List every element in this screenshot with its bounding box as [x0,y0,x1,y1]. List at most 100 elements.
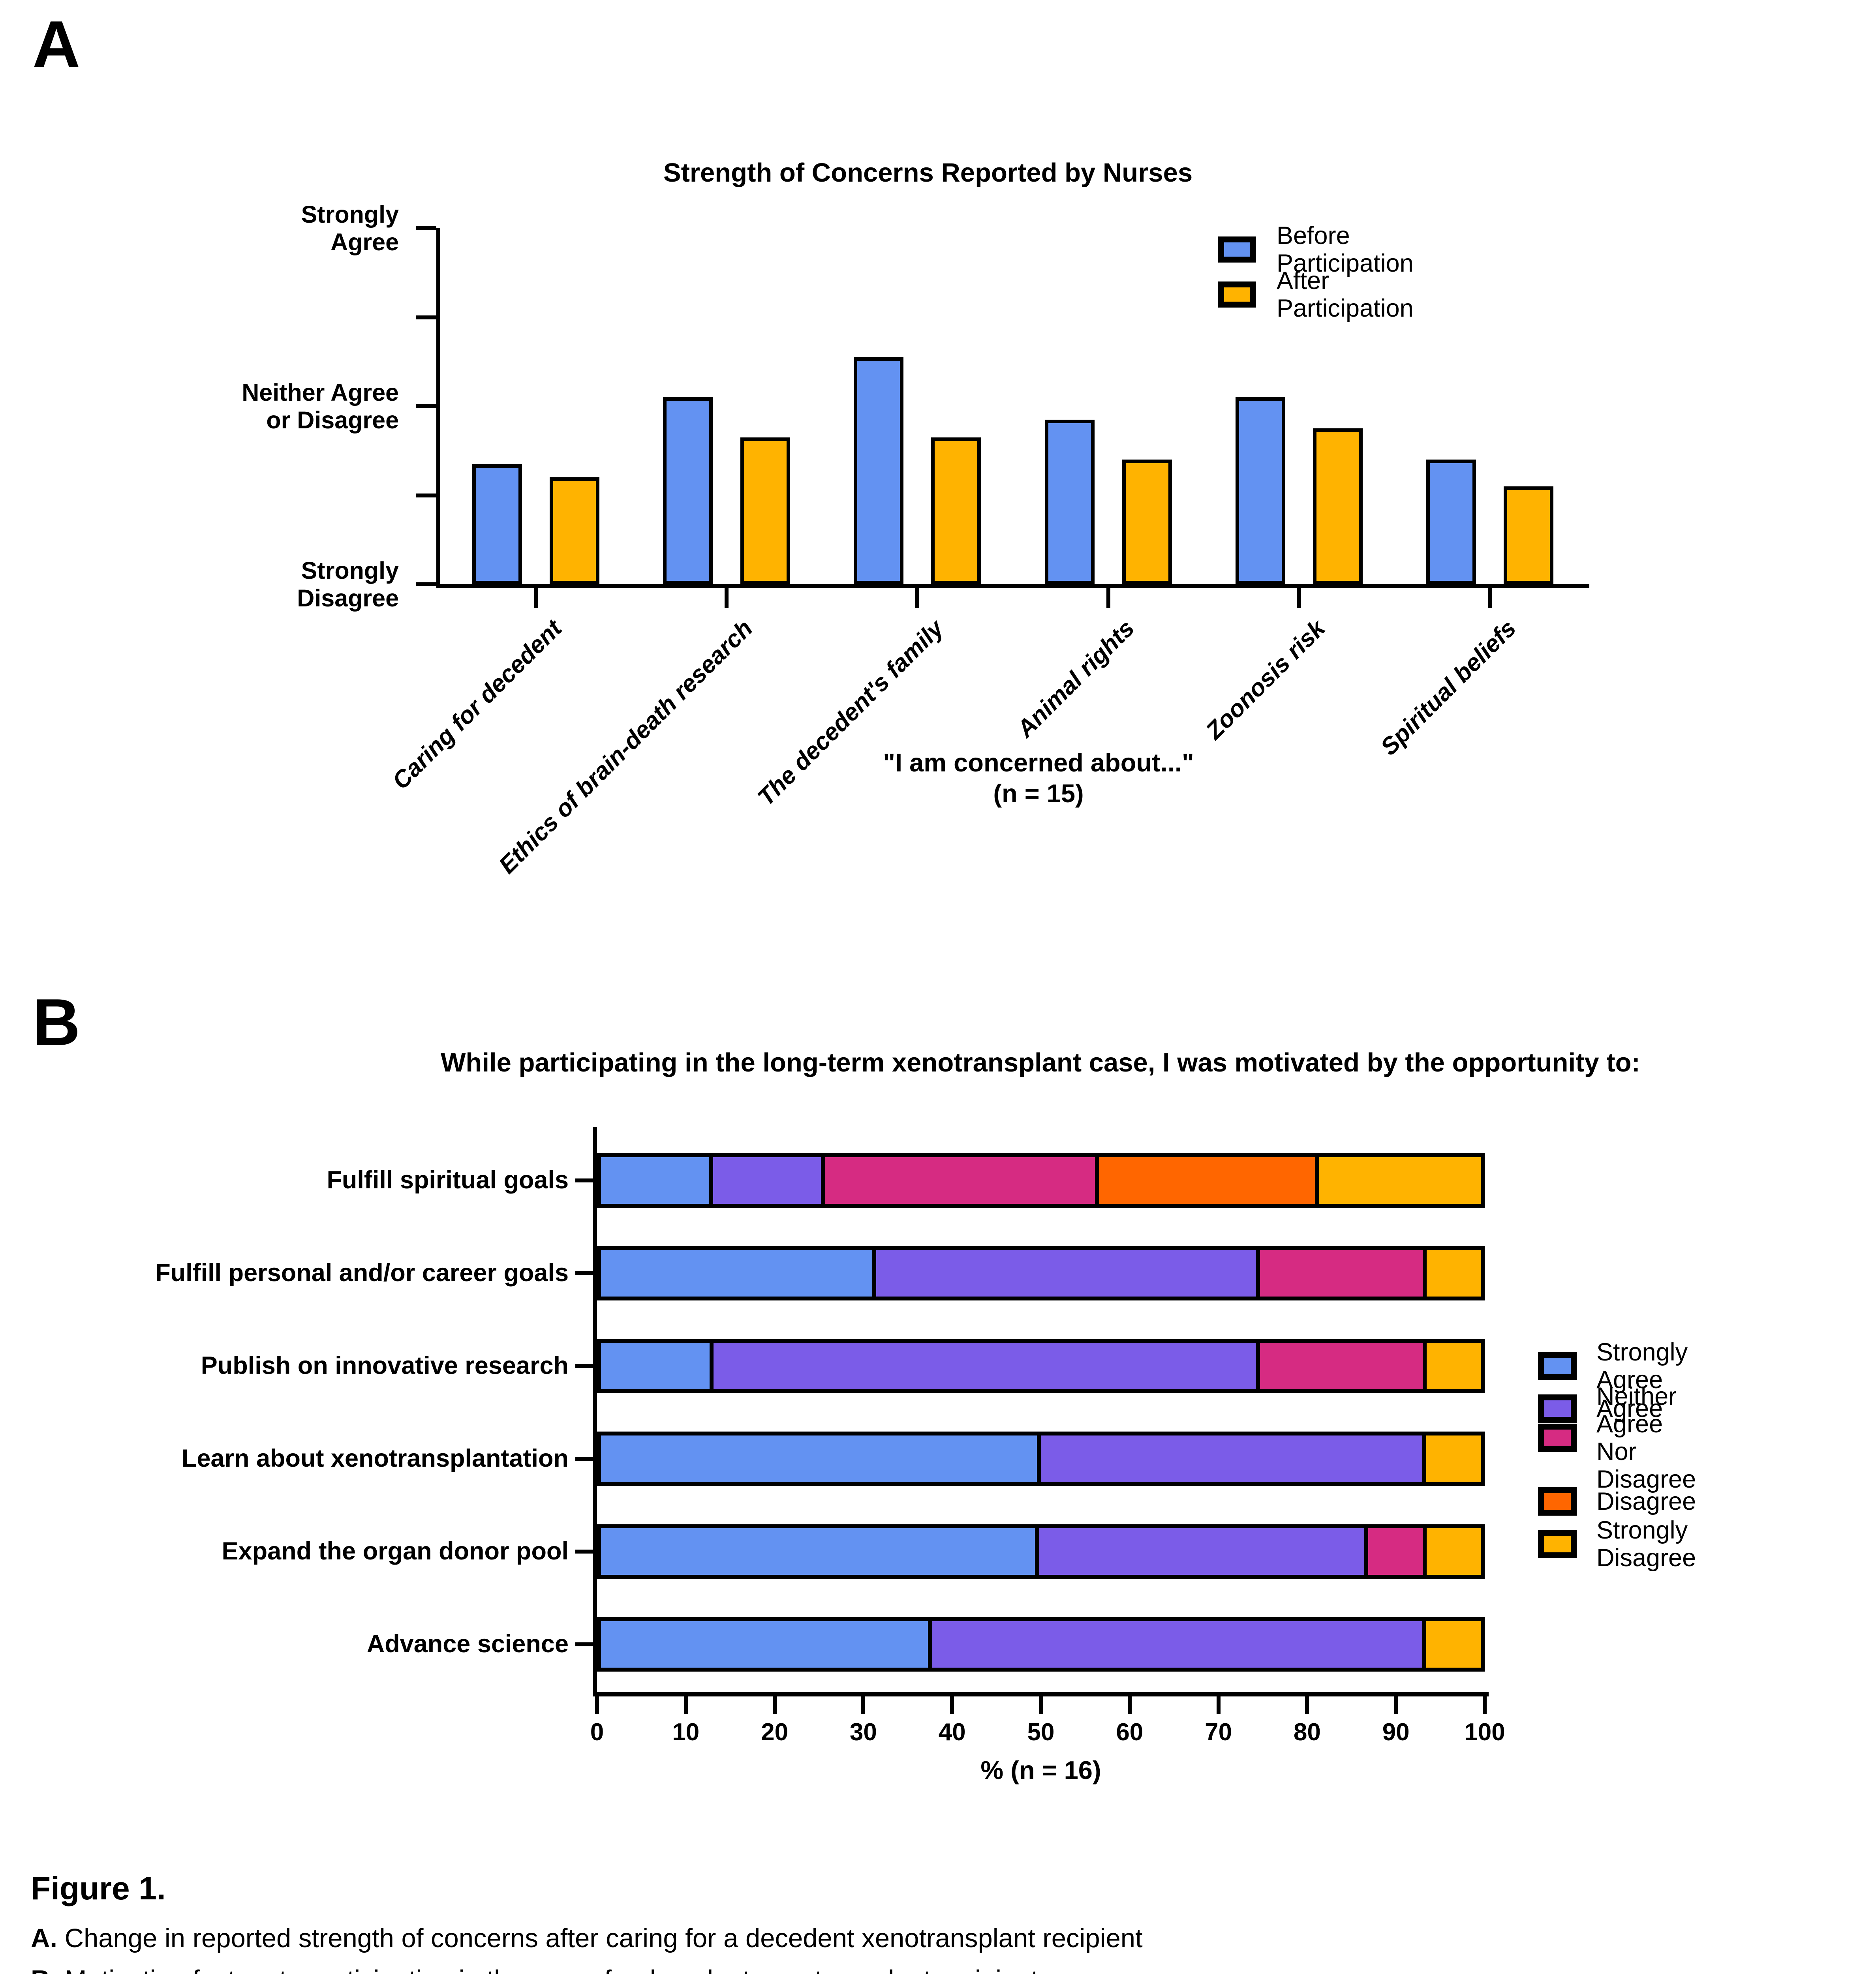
panel-b-x-tick-label-30: 30 [849,1719,877,1746]
panel-b-category-label-publish-on-innovative-research: Publish on innovative research [201,1352,569,1379]
stacked-bar-fulfill-personal-and-or-career-goals [597,1246,1485,1300]
bar-after-participation-caring-for-decedent [549,477,599,584]
caption-line-b-prefix: B. [31,1965,57,1974]
panel-b-x-tick-80 [1305,1696,1309,1714]
panel-b-y-tick-learn-about-xenotransplantation [575,1457,593,1461]
caption-line-a: A. Change in reported strength of concer… [31,1923,1143,1953]
bar-before-participation-the-decedent-s-family [854,357,904,584]
panel-b-x-tick-20 [772,1696,777,1714]
panel-b-x-tick-label-20: 20 [761,1719,789,1746]
panel-a-y-tick-3 [416,404,436,408]
bar-segment-neither-agree-nor-disagree-fulfill-spiritual-goals [825,1157,1095,1204]
bar-after-participation-zoonosis-risk [1313,428,1363,584]
panel-b-legend-label-strongly-agree: Strongly Agree [1596,1338,1688,1394]
bar-segment-strongly-agree-publish-on-innovative-research [601,1343,710,1389]
bar-before-participation-ethics-of-brain-death-research [663,397,713,584]
panel-b-y-axis-line [593,1127,597,1696]
panel-b-legend-swatch-agree [1538,1394,1577,1423]
bar-segment-strongly-disagree-fulfill-personal-and-or-career-goals [1426,1250,1481,1297]
panel-a-x-category-label-caring-for-decedent: Caring for decedent [387,614,567,795]
panel-b-x-tick-50 [1039,1696,1043,1714]
caption-line-b-text: Motivating factors to participation in t… [57,1965,1038,1974]
bar-segment-strongly-disagree-expand-the-organ-donor-pool [1426,1528,1481,1575]
panel-a-y-tick-label-strongly-disagree: Strongly Disagree [297,557,399,612]
bar-after-participation-the-decedent-s-family [931,437,981,584]
bar-before-participation-zoonosis-risk [1236,397,1285,584]
panel-b-legend-swatch-strongly-agree [1538,1352,1577,1380]
panel-b-x-axis-line [593,1692,1489,1696]
panel-a-y-tick-1 [416,582,436,586]
panel-b-y-tick-expand-the-organ-donor-pool [575,1550,593,1554]
panel-b-x-tick-40 [950,1696,954,1714]
bar-after-participation-spiritual-beliefs [1504,486,1554,584]
panel-b-legend-entry-strongly-agree: Strongly Agree [1538,1338,1688,1394]
panel-b-x-tick-30 [861,1696,866,1714]
panel-b-legend-label-neither-agree-nor-disagree: Neither Agree Nor Disagree [1596,1383,1696,1493]
stacked-bar-fulfill-spiritual-goals [597,1153,1485,1208]
panel-b-x-axis-title: % (n = 16) [980,1756,1101,1784]
panel-b-y-tick-fulfill-spiritual-goals [575,1178,593,1182]
bar-before-participation-spiritual-beliefs [1426,460,1476,584]
panel-b-legend-label-strongly-disagree: Strongly Disagree [1596,1516,1696,1572]
bar-segment-strongly-disagree-publish-on-innovative-research [1426,1343,1481,1389]
panel-b-letter: B [32,985,81,1059]
stacked-bar-advance-science [597,1617,1485,1672]
panel-b-legend-swatch-neither-agree-nor-disagree [1538,1424,1577,1452]
panel-b-y-tick-advance-science [575,1642,593,1646]
panel-b-x-tick-70 [1216,1696,1221,1714]
bar-segment-neither-agree-nor-disagree-expand-the-organ-donor-pool [1368,1528,1423,1575]
panel-b-x-tick-label-0: 0 [590,1719,604,1746]
panel-b-x-tick-90 [1394,1696,1398,1714]
bar-segment-agree-publish-on-innovative-research [713,1343,1256,1389]
panel-b-legend-entry-disagree: Disagree [1538,1486,1696,1517]
bar-segment-disagree-fulfill-spiritual-goals [1099,1157,1315,1204]
bar-segment-strongly-agree-fulfill-spiritual-goals [601,1157,709,1204]
stacked-bar-expand-the-organ-donor-pool [597,1524,1485,1579]
bar-after-participation-ethics-of-brain-death-research [740,437,790,584]
panel-b-title: While participating in the long-term xen… [441,1048,1640,1077]
panel-a-x-tick-ethics-of-brain-death-research [725,588,729,608]
bar-segment-neither-agree-nor-disagree-fulfill-personal-and-or-career-goals [1260,1250,1423,1297]
panel-b-x-tick-label-100: 100 [1464,1719,1505,1746]
panel-b-legend-swatch-disagree [1538,1487,1577,1516]
panel-a-x-category-label-zoonosis-risk: Zoonosis risk [1200,614,1330,745]
panel-b-x-tick-label-50: 50 [1027,1719,1055,1746]
panel-a-legend-label-after-participation: After Participation [1277,267,1414,322]
panel-b-x-tick-label-10: 10 [672,1719,700,1746]
panel-a-letter: A [32,7,81,81]
panel-b-category-label-fulfill-spiritual-goals: Fulfill spiritual goals [327,1166,569,1194]
panel-b-legend-entry-strongly-disagree: Strongly Disagree [1538,1516,1696,1572]
bar-segment-agree-fulfill-personal-and-or-career-goals [876,1250,1256,1297]
panel-b-x-tick-label-80: 80 [1293,1719,1321,1746]
bar-segment-strongly-agree-learn-about-xenotransplantation [601,1435,1037,1482]
bar-segment-strongly-agree-expand-the-organ-donor-pool [601,1528,1035,1575]
panel-b-category-label-advance-science: Advance science [366,1630,569,1658]
panel-a-title: Strength of Concerns Reported by Nurses [663,158,1193,188]
caption-line-a-text: Change in reported strength of concerns … [57,1923,1143,1953]
bar-segment-agree-advance-science [932,1621,1422,1668]
panel-b-x-tick-0 [595,1696,599,1714]
panel-b-category-label-learn-about-xenotransplantation: Learn about xenotransplantation [181,1445,569,1472]
panel-a-y-tick-label-neither-agree-or-disagree: Neither Agree or Disagree [242,379,399,433]
panel-b-x-tick-label-40: 40 [938,1719,966,1746]
panel-a-x-tick-the-decedent-s-family [915,588,920,608]
panel-a-legend-entry-after-participation: After Participation [1218,267,1414,322]
panel-b-category-label-expand-the-organ-donor-pool: Expand the organ donor pool [222,1537,569,1565]
bar-segment-strongly-disagree-learn-about-xenotransplantation [1426,1435,1481,1482]
caption-title: Figure 1. [31,1871,166,1906]
panel-a-y-axis-line [436,228,440,588]
panel-a-legend-label-before-participation: Before Participation [1277,222,1414,277]
panel-b-legend-label-disagree: Disagree [1596,1488,1696,1515]
panel-a-x-tick-zoonosis-risk [1297,588,1301,608]
bar-segment-strongly-agree-fulfill-personal-and-or-career-goals [601,1250,872,1297]
panel-a-x-category-label-animal-rights: Animal rights [1011,614,1140,743]
bar-segment-agree-learn-about-xenotransplantation [1041,1435,1422,1482]
panel-b-x-tick-60 [1127,1696,1132,1714]
panel-a-x-tick-animal-rights [1106,588,1110,608]
panel-a-x-axis-title: "I am concerned about..." (n = 15) [883,748,1194,808]
panel-a-x-axis-line [436,584,1589,588]
panel-a-x-tick-spiritual-beliefs [1488,588,1492,608]
panel-b-x-tick-label-70: 70 [1205,1719,1232,1746]
panel-a-y-tick-5 [416,226,436,230]
